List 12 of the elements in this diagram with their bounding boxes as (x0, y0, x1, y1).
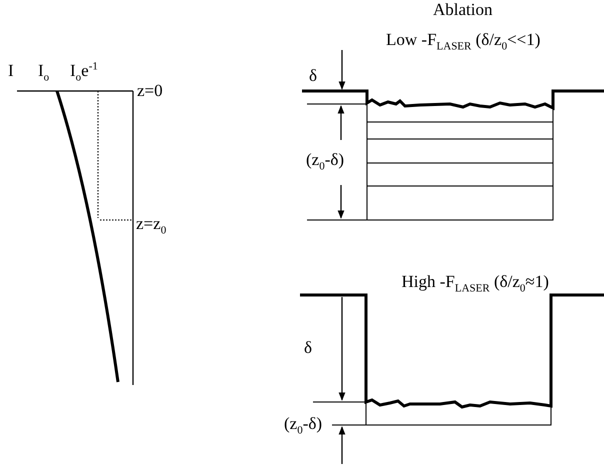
depth-label: z=z$_{0}$ (136, 214, 166, 234)
dimension-label: δ (309, 66, 318, 86)
condition-label: High -F$_{LASER}$ (δ/z$_{0}$≈1) (402, 272, 549, 292)
dimension-label: (z$_{0}$-δ) (284, 414, 322, 434)
condition-label: Low -F$_{LASER}$ (δ/z$_{0}$<<1) (386, 30, 540, 50)
intensity-label: I$_{o}$ (38, 61, 50, 81)
depth-label: z=0 (137, 81, 163, 101)
dimension-label: (z$_{0}$-δ) (306, 150, 344, 170)
dimension-label: δ (304, 338, 312, 358)
axis-label: I (8, 61, 14, 81)
intensity-label: I$_{o}$e$^{-1}$ (70, 61, 98, 81)
panel-title: Ablation (433, 0, 492, 20)
